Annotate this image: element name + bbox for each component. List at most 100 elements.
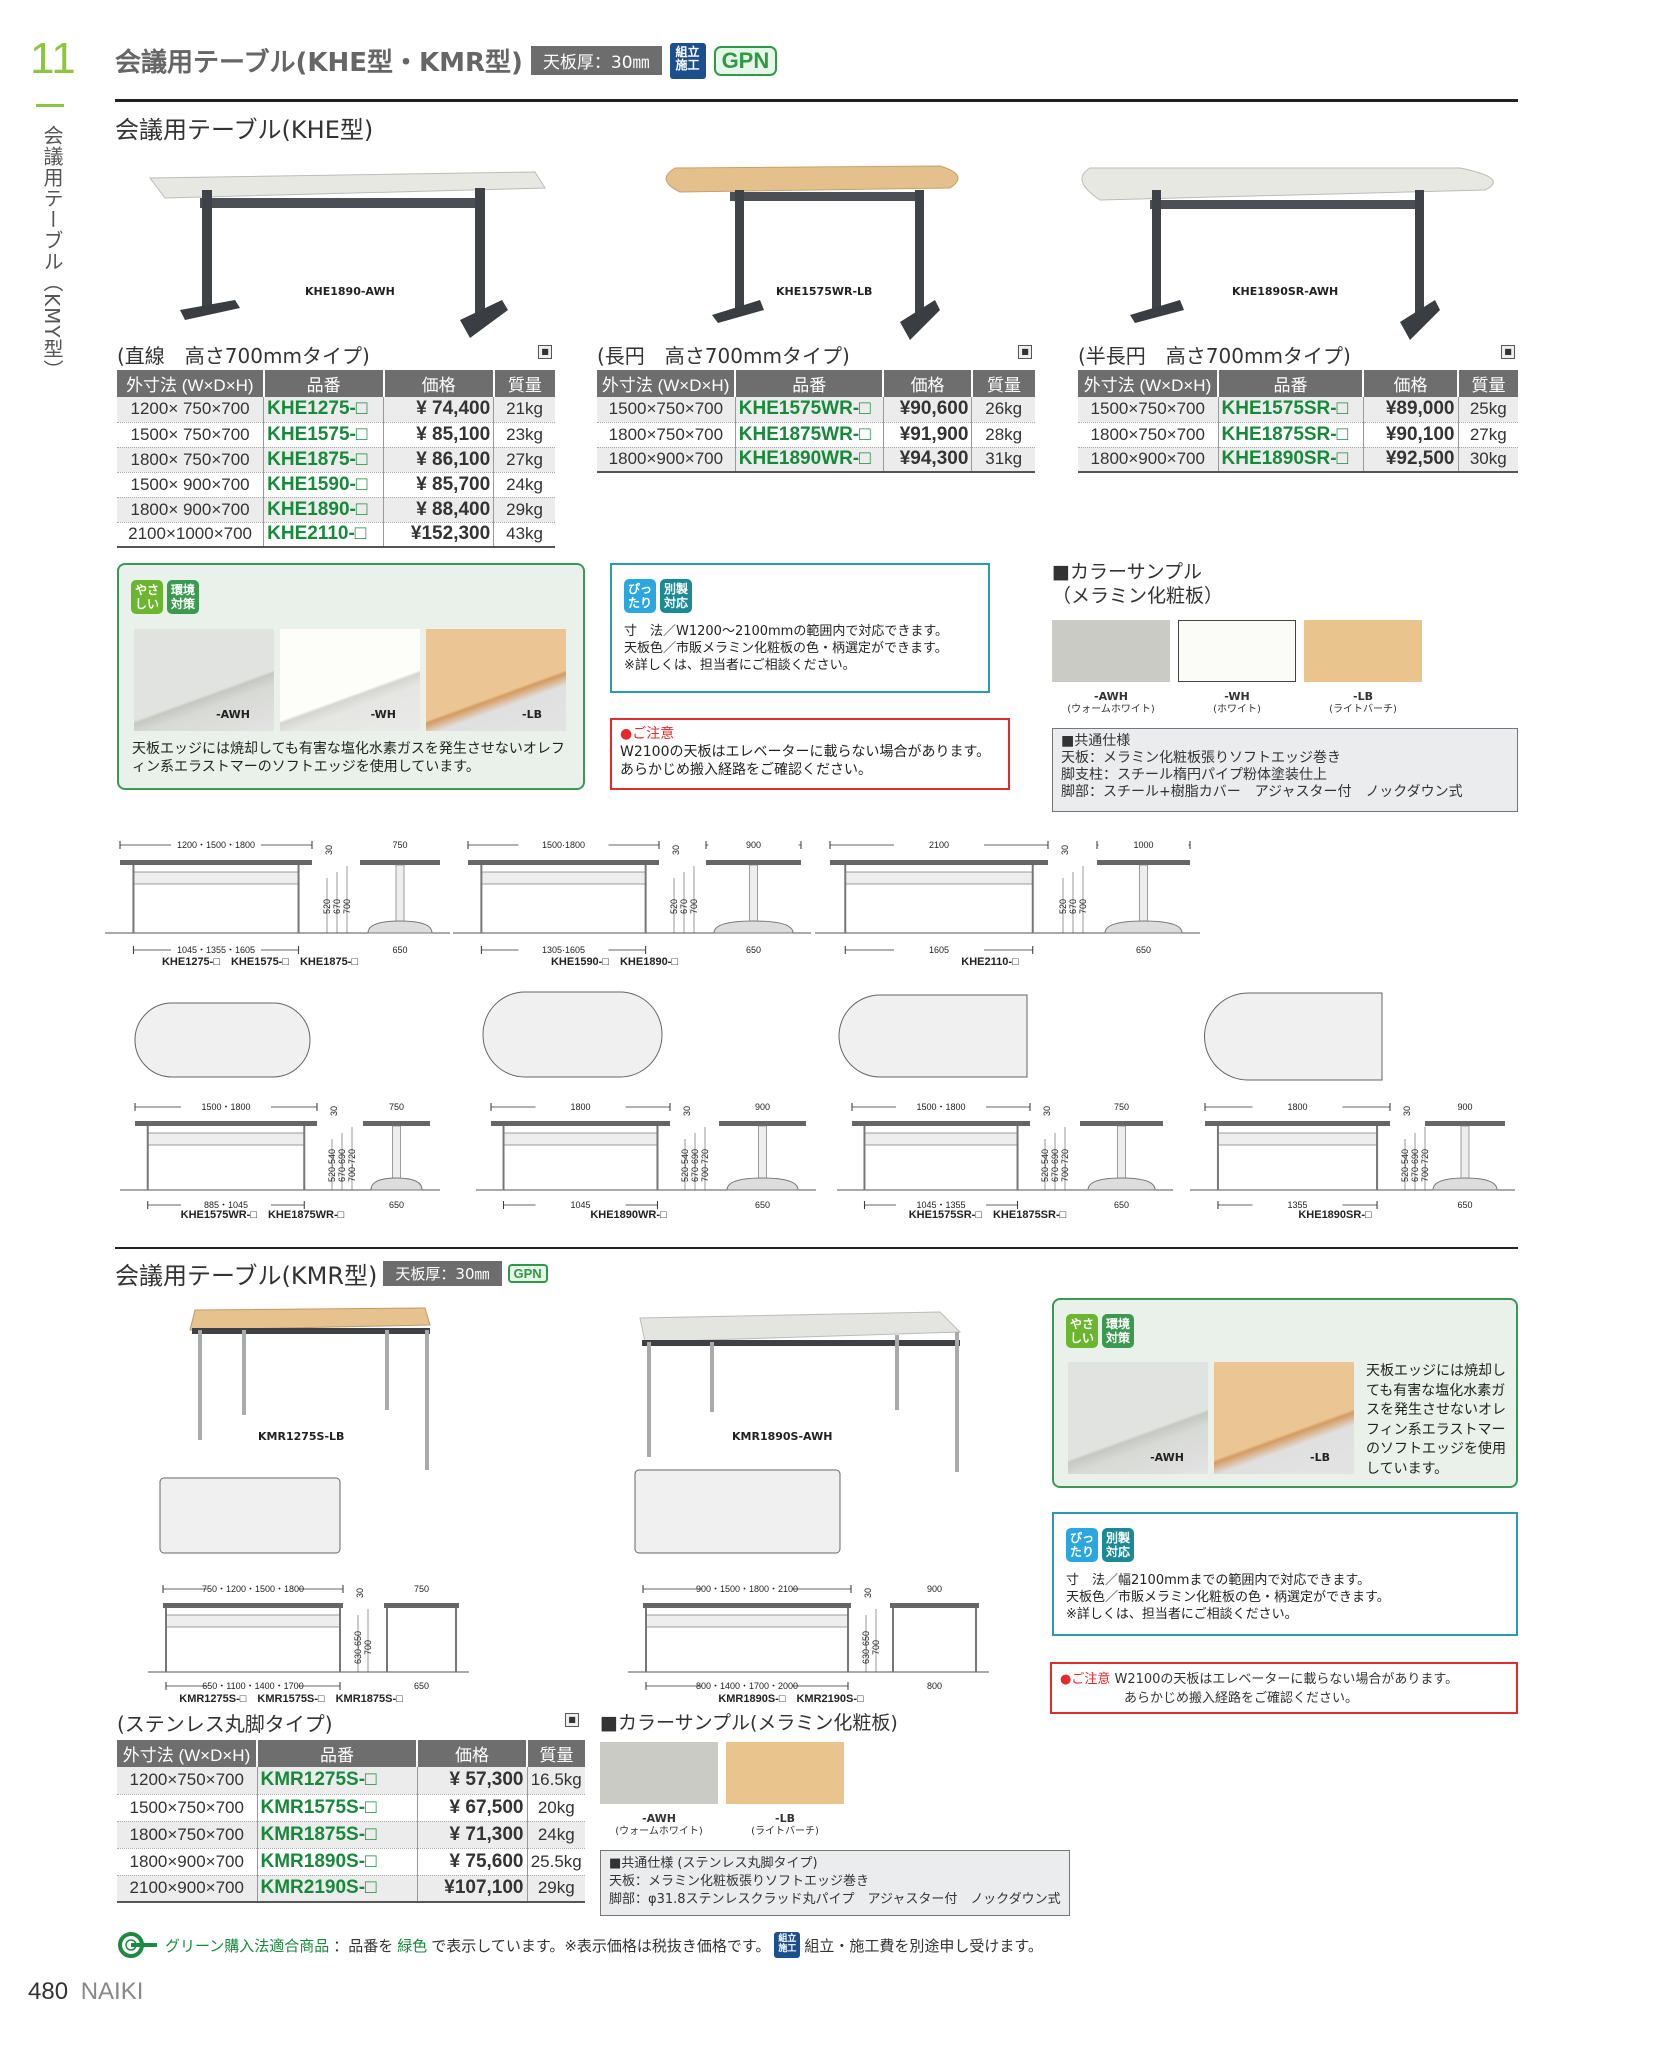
dimension-label: 30 <box>1402 1106 1412 1116</box>
dimension-label: 700-720 <box>1060 1149 1070 1182</box>
caution-line: W2100の天板はエレベーターに載らない場合があります。 <box>620 744 991 760</box>
dimension-cell: 1800× 750×700 <box>117 447 265 473</box>
product-image-oval <box>665 165 959 340</box>
caution-title: ●ご注意 <box>1060 1672 1111 1687</box>
weight-cell: 24kg <box>493 472 555 498</box>
thickness-badge: 天板厚：30㎜ <box>530 46 662 75</box>
drawing-caption: KHE1275-□ KHE1575-□ KHE1875-□ <box>162 956 358 968</box>
dimension-label: 670-690 <box>690 1149 700 1182</box>
weight-cell: 27kg <box>1458 422 1518 448</box>
spec-line: ■共通仕様 (ステンレス丸脚タイプ) <box>609 1856 818 1871</box>
dimension-label: 30 <box>324 845 334 855</box>
column-header: 品番 <box>1218 370 1364 397</box>
product-image-label: KMR1275S-LB <box>258 1430 345 1443</box>
weight-cell: 25kg <box>1458 397 1518 423</box>
dimension-label: 30 <box>671 845 681 855</box>
weight-cell: 27kg <box>493 447 555 473</box>
dimension-cell: 2100×900×700 <box>117 1875 258 1903</box>
green-purchase-label: グリーン購入法適合商品 <box>165 1936 330 1955</box>
edge-sample-awh: -AWH <box>134 629 274 731</box>
gentle-badge: やさしい <box>131 580 163 614</box>
price-cell: ¥ 74,400 <box>383 397 495 423</box>
dimension-label: 1500・1800 <box>916 1102 965 1112</box>
weight-cell: 29kg <box>493 497 555 523</box>
column-header: 外寸法 (W×D×H) <box>117 1740 258 1767</box>
dimension-cell: 1200×750×700 <box>117 1767 258 1795</box>
dimension-label: 1355 <box>1287 1200 1307 1210</box>
dimension-label: 700-720 <box>1420 1149 1430 1182</box>
chapter-divider <box>36 104 64 107</box>
dimension-label: 800・1400・1700・2000 <box>696 1681 798 1691</box>
dimension-label: 30 <box>863 1588 873 1598</box>
dimension-label: 520 <box>669 899 679 914</box>
dimension-label: 1200・1500・1800 <box>177 840 255 850</box>
price-cell: ¥ 57,300 <box>417 1767 528 1795</box>
dimension-label: 30 <box>1060 845 1070 855</box>
dimension-cell: 1500×750×700 <box>117 1794 258 1822</box>
dimension-label: 700 <box>1078 899 1088 914</box>
drawing-caption: KHE1890SR-□ <box>1298 1209 1372 1221</box>
eco-info-box: やさしい環境対策 -AWH -LB 天板エッジには焼却しても有害な塩化水素ガスを… <box>1052 1298 1518 1488</box>
eco-badge: 環境対策 <box>167 580 199 614</box>
kmr-header: 会議用テーブル(KMR型) 天板厚：30㎜ GPN <box>115 1256 548 1291</box>
dimension-cell: 1500× 750×700 <box>117 422 265 448</box>
dimension-label: 520 <box>322 899 332 914</box>
custom-badge: 別製対応 <box>1102 1528 1134 1562</box>
color-swatches: -AWH(ウォームホワイト)-WH(ホワイト)-LB(ライトバーチ) <box>1052 620 1422 716</box>
dimension-label: 670-690 <box>337 1149 347 1182</box>
color-swatch-lb: -LB(ライトバーチ) <box>1304 620 1422 716</box>
dimension-label: 750 <box>1114 1102 1129 1112</box>
dimension-label: 650 <box>389 1200 404 1210</box>
dimension-label: 650・1100・1400・1700 <box>202 1681 303 1691</box>
dimension-label: 900 <box>927 1584 942 1594</box>
spec-line: 脚支柱：スチール楕円パイプ粉体塗装仕上 <box>1061 767 1327 783</box>
dimension-label: 670-690 <box>1410 1149 1420 1182</box>
column-header: 外寸法 (W×D×H) <box>1078 370 1219 397</box>
dimension-label: 650 <box>755 1200 770 1210</box>
edge-sample-lb: -LB <box>1214 1362 1354 1474</box>
model-code-cell: KHE1890-□ <box>263 497 385 523</box>
column-header: 品番 <box>257 1740 418 1767</box>
price-cell: ¥94,300 <box>883 447 973 473</box>
dimension-label: 650 <box>1136 945 1151 955</box>
dimension-label: 630-650 <box>353 1631 363 1664</box>
page-header: 会議用テーブル(KHE型・KMR型) 天板厚：30㎜ 組立施工 GPN <box>115 42 778 79</box>
custom-text: 寸 法／幅2100mmまでの範囲内で対応できます。天板色／市販メラミン化粧板の色… <box>1066 1573 1390 1622</box>
drawing-caption: KHE1575SR-□ KHE1875SR-□ <box>909 1209 1067 1221</box>
price-cell: ¥91,900 <box>883 422 973 448</box>
gpn-badge: GPN <box>713 45 778 76</box>
dimension-label: 1605 <box>929 945 949 955</box>
caution-line: あらかじめ搬入経路をご確認ください。 <box>1124 1691 1359 1706</box>
model-code-cell: KHE1890SR-□ <box>1218 447 1364 473</box>
section-title-kmr: 会議用テーブル(KMR型) <box>115 1262 378 1290</box>
dimension-label: 1800 <box>570 1102 590 1112</box>
column-header: 価格 <box>1363 370 1459 397</box>
product-image-label: KHE1575WR-LB <box>776 285 873 298</box>
dimension-label: 30 <box>329 1106 339 1116</box>
dimension-label: 520 <box>1058 899 1068 914</box>
price-cell: ¥ 85,700 <box>383 472 495 498</box>
dimension-label: 1500·1800 <box>542 840 585 850</box>
dimension-label: 750・1200・1500・1800 <box>202 1584 304 1594</box>
price-cell: ¥ 67,500 <box>417 1794 528 1822</box>
column-header: 質量 <box>971 370 1035 397</box>
model-code-cell: KHE1575WR-□ <box>735 397 884 423</box>
dimension-label: 1045 <box>570 1200 590 1210</box>
dimension-label: 885・1045 <box>204 1200 248 1210</box>
weight-cell: 30kg <box>1458 447 1518 473</box>
dimension-label: 520-540 <box>1040 1149 1050 1182</box>
note-mark-icon: ■ <box>1018 345 1032 359</box>
edge-sample-lb: -LB <box>426 629 566 731</box>
gentle-badge: やさしい <box>1066 1314 1098 1348</box>
spec-line: 天板：メラミン化粧板張りソフトエッジ巻き <box>609 1874 870 1889</box>
